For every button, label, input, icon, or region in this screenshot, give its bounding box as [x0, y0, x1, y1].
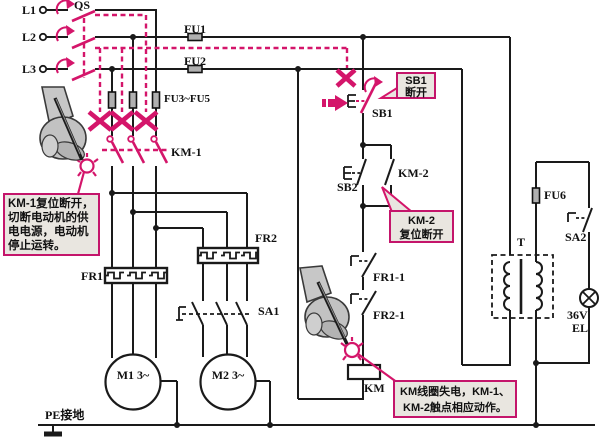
thermal-relays: [103, 246, 260, 285]
fu4-fuse: [128, 91, 138, 109]
label-km: KM: [364, 381, 385, 395]
label-l3: L3: [22, 62, 37, 76]
motor-m2-label: M2 3~: [211, 368, 245, 382]
fu5-fuse: [151, 91, 161, 109]
label-fu3-fu5: FU3~FU5: [164, 93, 211, 105]
fu1-fuse: [187, 32, 203, 42]
label-fr1: FR1: [81, 269, 103, 283]
fu2-fuse: [187, 64, 203, 74]
fu3-fuse: [107, 91, 117, 109]
secondary-coil: [535, 261, 543, 311]
lamp-el: [579, 288, 599, 308]
label-fu6: FU6: [544, 188, 566, 202]
dead-path-dashed: [82, 13, 349, 152]
label-sb2: SB2: [337, 180, 358, 194]
motor-m1-label: M1 3~: [116, 368, 150, 382]
press-arrow-icon: [322, 95, 348, 111]
motor-m1: [104, 353, 162, 411]
km2-callout-tail: [381, 186, 415, 213]
label-l1: L1: [22, 3, 37, 17]
primary-coil: [503, 261, 511, 311]
contact-actuators: [176, 94, 585, 321]
motor-m2: [199, 353, 257, 411]
callout-km2-reset: KM-2 复位断开: [389, 210, 454, 243]
control-wires: [297, 37, 593, 425]
qs-blades: [71, 9, 96, 82]
label-fu1: FU1: [184, 22, 206, 36]
label-fu2: FU2: [184, 54, 206, 68]
fuses: [107, 32, 541, 204]
label-sa1: SA1: [258, 304, 280, 318]
label-km1: KM-1: [171, 145, 202, 159]
hand-pen-middle: [299, 265, 350, 345]
label-36v: 36V: [567, 308, 588, 322]
label-fr1-1: FR1-1: [373, 270, 405, 284]
label-el: EL: [572, 321, 589, 335]
km1-contacts: [106, 135, 169, 164]
sb1-callout-tail: [377, 86, 398, 99]
phase-x-marks: [87, 68, 357, 132]
transformer: [491, 254, 554, 319]
callout-km1-reset: KM-1复位断开， 切断电动机的供 电电源，电动机 停止运转。: [3, 193, 100, 256]
hand-pen-left: [39, 86, 87, 161]
callout-connectors: [76, 171, 399, 384]
junction-dots: [109, 34, 539, 428]
fu6-fuse: [531, 187, 541, 204]
label-t: T: [517, 235, 526, 249]
label-fr2-1: FR2-1: [373, 308, 405, 322]
label-sb1: SB1: [372, 106, 393, 120]
label-km2: KM-2: [398, 166, 429, 180]
label-sa2: SA2: [565, 230, 587, 244]
label-qs: QS: [74, 0, 91, 12]
callout-sb1-open: SB1 断开: [396, 72, 436, 99]
label-l2: L2: [22, 30, 37, 44]
power-wires: [38, 9, 595, 433]
sb1-blade: [359, 82, 378, 114]
phase-terminals: [38, 5, 48, 74]
callout-km-deenergized: KM线圈失电，KM-1、 KM-2触点相应动作。: [393, 380, 517, 418]
label-pe: PE接地: [45, 408, 85, 422]
label-fr2: FR2: [255, 231, 277, 245]
km-coil: [346, 363, 382, 381]
